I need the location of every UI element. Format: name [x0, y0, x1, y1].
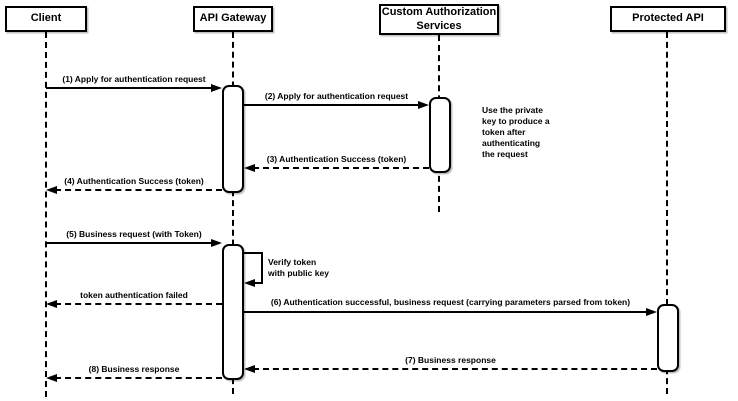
actor-box-custom-authorization-services: Custom Authorization Services	[379, 4, 499, 35]
lifeline-client	[45, 32, 47, 397]
self-message-arrowhead-icon	[244, 278, 255, 287]
message-2-label: (2) Apply for authentication request	[264, 91, 409, 101]
lifeline-api-gateway	[232, 32, 234, 394]
message-4-line	[55, 189, 222, 191]
message-token-failed-line	[55, 303, 222, 305]
message-4-arrowhead-icon	[46, 185, 57, 194]
actor-box-api-gateway: API Gateway	[193, 6, 273, 32]
message-8-line	[55, 377, 222, 379]
note-private-key: Use the private key to produce a token a…	[482, 105, 550, 159]
message-6-label: (6) Authentication successful, business …	[270, 297, 631, 307]
actor-box-client: Client	[5, 6, 87, 32]
self-message-bottom-line	[253, 282, 263, 284]
activation-bar-api-gateway-auth	[222, 85, 244, 193]
message-token-failed-label: token authentication failed	[80, 290, 188, 300]
activation-bar-api-gateway-business	[222, 244, 244, 380]
message-1-line	[46, 87, 213, 89]
activation-bar-custom-authorization-services	[429, 97, 451, 173]
actor-label-protected-api: Protected API	[632, 12, 704, 25]
lifeline-protected-api	[666, 32, 668, 394]
message-5-label: (5) Business request (with Token)	[66, 229, 202, 239]
self-message-right-line	[261, 252, 263, 284]
message-5-line	[46, 242, 213, 244]
message-1-label: (1) Apply for authentication request	[62, 74, 206, 84]
message-3-arrowhead-icon	[244, 163, 255, 172]
message-7-line	[253, 368, 657, 370]
message-8-label: (8) Business response	[88, 364, 180, 374]
actor-box-protected-api: Protected API	[610, 6, 726, 32]
message-3-label: (3) Authentication Success (token)	[266, 154, 407, 164]
message-6-line	[244, 311, 648, 313]
message-7-arrowhead-icon	[244, 364, 255, 373]
message-7-label: (7) Business response	[405, 355, 496, 365]
message-5-arrowhead-icon	[211, 238, 222, 247]
message-2-arrowhead-icon	[418, 100, 429, 109]
message-2-line	[244, 104, 419, 106]
message-1-arrowhead-icon	[211, 83, 222, 92]
actor-label-custom-authorization-services: Custom Authorization Services	[381, 6, 497, 32]
activation-bar-protected-api	[657, 304, 679, 372]
message-token-failed-arrowhead-icon	[46, 299, 57, 308]
actor-label-api-gateway: API Gateway	[199, 12, 267, 25]
message-4-label: (4) Authentication Success (token)	[64, 176, 204, 186]
message-8-arrowhead-icon	[46, 373, 57, 382]
message-6-arrowhead-icon	[646, 307, 657, 316]
self-message-label: Verify token with public key	[268, 257, 329, 278]
message-3-line	[253, 167, 429, 169]
self-message-top-line	[244, 252, 263, 254]
actor-label-client: Client	[30, 12, 62, 25]
